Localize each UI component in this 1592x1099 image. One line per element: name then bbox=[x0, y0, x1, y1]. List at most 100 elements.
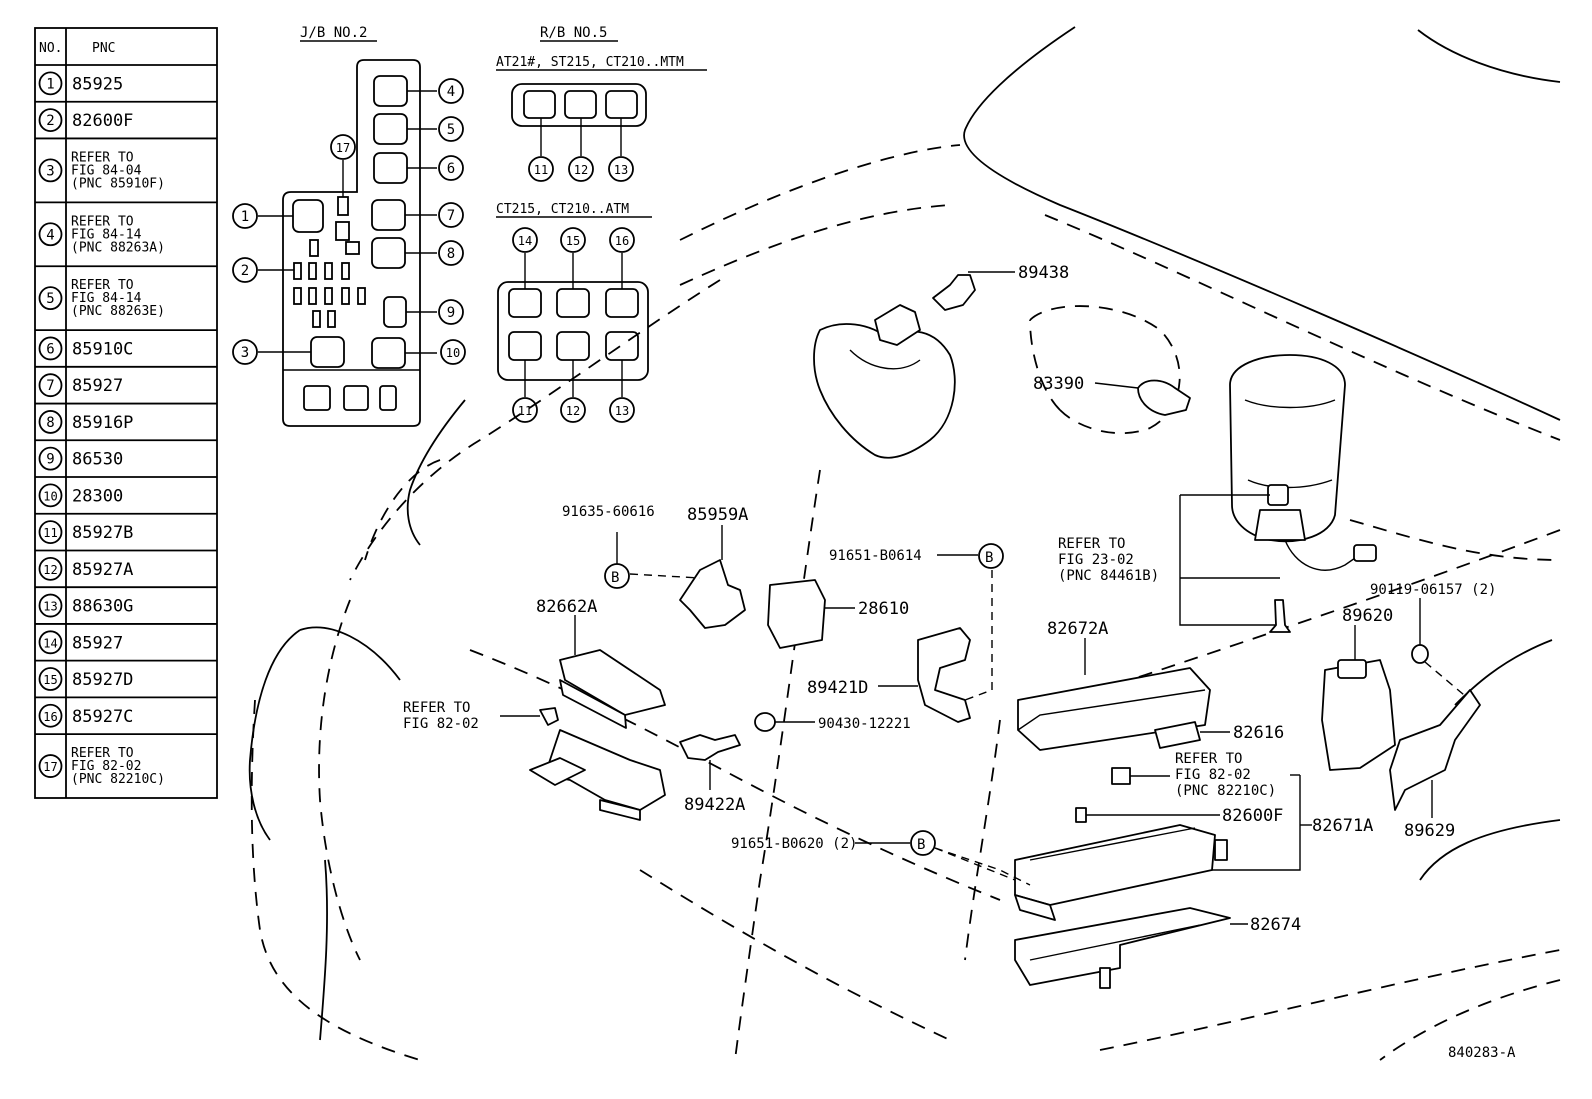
row-number-circle-number: 13 bbox=[43, 600, 57, 614]
rb-mtm-callout-13: 13 bbox=[608, 156, 634, 182]
body-dash-7 bbox=[964, 719, 1001, 961]
label-89438: 89438 bbox=[1018, 263, 1069, 283]
jb-callout-6-number: 6 bbox=[447, 161, 455, 177]
hood-edge bbox=[963, 26, 1561, 421]
module-89620 bbox=[1321, 659, 1396, 771]
vehicle-outline bbox=[248, 26, 1561, 1061]
row-pnc: 85925 bbox=[72, 74, 123, 94]
row-pnc: 85927 bbox=[72, 633, 123, 653]
fender-right-lower bbox=[1419, 819, 1561, 881]
table-row: 15 85927D bbox=[35, 659, 217, 691]
row-pnc-line: (PNC 82210C) bbox=[71, 772, 165, 787]
row-number-circle-number: 6 bbox=[46, 341, 54, 357]
jb-callout-4-number: 4 bbox=[447, 84, 455, 100]
bracket-85959A bbox=[679, 559, 746, 629]
label-89421D: 89421D bbox=[807, 678, 868, 698]
rb-mtm-callout-13-ring bbox=[608, 156, 634, 182]
body-dash-8 bbox=[1099, 949, 1561, 1051]
jb-relay-10 bbox=[371, 337, 406, 369]
ref-fig-23-02: REFER TO FIG 23-02 (PNC 84461B) bbox=[1058, 536, 1159, 584]
label-82616: 82616 bbox=[1233, 723, 1284, 743]
row-number-circle-number: 16 bbox=[43, 710, 57, 724]
b-ref-circles: B B B bbox=[604, 532, 1004, 856]
row-pnc-line: (PNC 88263E) bbox=[71, 304, 165, 319]
jb-no2-housing bbox=[282, 59, 421, 427]
rb-atm-relay-16 bbox=[605, 288, 639, 318]
row-pnc-line: FIG 84-04 bbox=[71, 163, 142, 178]
row-pnc: 88630G bbox=[72, 597, 133, 617]
label-85959A: 85959A bbox=[687, 505, 748, 525]
label-91651-b0620: 91651-B0620 (2) bbox=[731, 836, 857, 852]
jb-callout-17-number: 17 bbox=[336, 141, 350, 155]
jb-callout-4: 4 bbox=[438, 78, 464, 104]
row-number-circle-ring bbox=[38, 483, 63, 508]
ref-fig-82-02-left: REFER TO FIG 82-02 bbox=[403, 700, 479, 732]
row-pnc: 28300 bbox=[72, 486, 123, 506]
svg-text:FIG 82-02: FIG 82-02 bbox=[403, 716, 479, 732]
row-number-circle-number: 15 bbox=[43, 673, 57, 687]
body-dash-2 bbox=[349, 279, 721, 581]
jb-callout-10-ring bbox=[440, 339, 466, 365]
row-number-circle-ring bbox=[38, 108, 63, 132]
row-pnc: 85927D bbox=[72, 670, 133, 690]
rb-atm-top-callout-15-number: 15 bbox=[566, 234, 580, 248]
body-dash-11 bbox=[1349, 519, 1561, 561]
row-number-circle-ring bbox=[38, 336, 63, 361]
jb-callout-3-ring bbox=[232, 339, 258, 365]
row-pnc: 82600F bbox=[72, 111, 133, 131]
jb-callout-4-ring bbox=[438, 78, 464, 104]
rb-atm-caption: CT215, CT210..ATM bbox=[496, 202, 629, 217]
ref-b-label-3: B bbox=[917, 837, 925, 853]
fuse-82600F bbox=[1075, 807, 1087, 823]
row-number-circle-number: 14 bbox=[43, 636, 57, 650]
label-89422A: 89422A bbox=[684, 795, 745, 815]
row-number-circle: 8 bbox=[38, 410, 63, 434]
rb-mtm-callout-11: 11 bbox=[528, 156, 554, 182]
svg-text:FIG 82-02: FIG 82-02 bbox=[1175, 767, 1251, 783]
row-number-circle: 15 bbox=[38, 667, 63, 691]
rb-atm-bottom-callout-12-number: 12 bbox=[566, 404, 580, 418]
jb-no2-title: J/B NO.2 bbox=[300, 25, 367, 41]
rb-no5-title: R/B NO.5 bbox=[540, 25, 607, 41]
row-number-circle: 12 bbox=[38, 556, 63, 581]
body-dash-10 bbox=[639, 869, 951, 1041]
row-number-circle: 1 bbox=[38, 71, 63, 96]
row-number-circle-ring bbox=[38, 520, 63, 545]
svg-text:REFER TO: REFER TO bbox=[1175, 751, 1242, 767]
row-number-circle: 14 bbox=[38, 630, 63, 655]
jb-callout-9-number: 9 bbox=[447, 305, 455, 321]
jb-relay-3 bbox=[310, 336, 345, 368]
jb-callout-6-ring bbox=[438, 155, 464, 181]
row-number-circle-number: 3 bbox=[46, 163, 54, 179]
jb-callout-10: 10 bbox=[440, 339, 466, 365]
rb-atm-relay-12 bbox=[556, 331, 590, 361]
body-dash-4 bbox=[318, 599, 361, 961]
jb-callout-17-ring bbox=[330, 134, 356, 160]
row-number-circle-number: 12 bbox=[43, 563, 57, 577]
row-number-circle-ring bbox=[38, 556, 63, 581]
hood-edge-right bbox=[1417, 29, 1561, 83]
rb-atm-bottom-callout-12-ring bbox=[560, 397, 586, 423]
label-91651-b0614: 91651-B0614 bbox=[829, 548, 922, 564]
rb-mtm-callout-11-ring bbox=[528, 156, 554, 182]
reservoir-dash-2 bbox=[1029, 319, 1061, 411]
jb-relay-8 bbox=[371, 237, 406, 269]
ref-b-label-1: B bbox=[611, 570, 619, 586]
row-pnc-line: FIG 82-02 bbox=[71, 759, 141, 774]
jb-fuse-block bbox=[293, 196, 366, 328]
bumper-curve bbox=[319, 859, 328, 1041]
body-dash-9 bbox=[1379, 979, 1561, 1061]
jb-relay-1 bbox=[292, 199, 324, 233]
row-number-circle-number: 11 bbox=[43, 526, 57, 540]
body-dash-6 bbox=[734, 469, 821, 1061]
row-pnc-line: REFER TO bbox=[71, 150, 134, 165]
jb-relay-9 bbox=[383, 296, 407, 328]
rb-atm-bottom-callout-11-ring bbox=[512, 397, 538, 423]
row-pnc-line: FIG 84-14 bbox=[71, 291, 142, 306]
part-labels: 89438 83390 91635-60616 85959A 91651-B06… bbox=[403, 263, 1516, 1061]
